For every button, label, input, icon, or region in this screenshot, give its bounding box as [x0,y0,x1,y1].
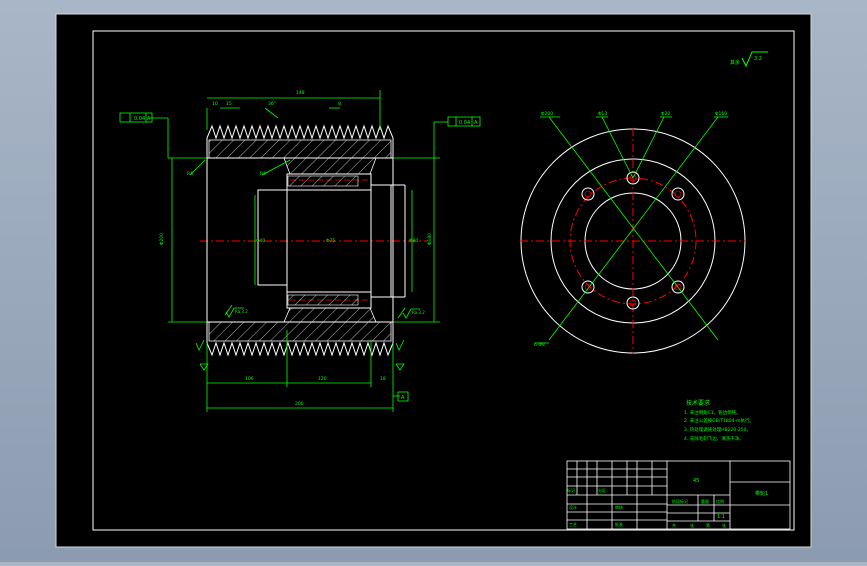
svg-text:其余: 其余 [730,59,740,66]
svg-text:18: 18 [380,376,386,382]
svg-text:15: 15 [226,101,232,107]
tb-label-weight: 重量 [701,498,709,504]
tech-req-item-3: 3. 热处理调质处理HB220-250。 [684,426,751,433]
tb-label-sheet: 张 [722,522,726,528]
svg-text:106: 106 [245,376,254,382]
svg-text:Φ200: Φ200 [541,111,553,117]
svg-text:Φ180: Φ180 [427,233,433,245]
tolerance-value-left: 0.04 [134,116,145,122]
tech-req-item-4: 4. 去除毛刺飞边，清洗干净。 [684,435,744,442]
svg-text:Ra 3.2: Ra 3.2 [235,309,248,314]
title-material: 45 [693,478,699,484]
title-scale: 1:1 [717,514,725,520]
groove-profile-bottom [206,341,394,357]
end-view: Φ200 Φ13 Φ20 Φ160 6-Φ8 [520,111,746,354]
drawing-canvas[interactable] [55,13,812,548]
roughness-value: 3.2 [754,56,762,62]
tb-label-review: 审核 [615,504,623,510]
svg-text:Φ200: Φ200 [159,233,165,245]
tb-label-scale: 比例 [716,498,724,504]
tb-label-process: 工艺 [569,522,577,527]
tech-requirements: 技术要求 1. 未注倒角C1，锐边倒钝。 2. 未注公差按GB/T1804-m执… [684,399,754,442]
title-drawing-no: 带轮1 [755,490,768,497]
geometric-tolerance-frame-left: 0.04 A [119,112,153,123]
svg-text:Φ13: Φ13 [598,111,607,117]
svg-text:36°: 36° [268,101,276,107]
tb-label-sheets: 张 [690,522,694,528]
svg-text:Φ80: Φ80 [409,238,418,244]
svg-text:120: 120 [318,376,327,382]
tb-label-stage: 阶段标记 [672,498,688,504]
svg-text:148: 148 [296,90,305,96]
svg-text:8: 8 [338,101,341,107]
datum-ref-right: A [474,120,478,126]
svg-text:Φ40: Φ40 [256,238,265,244]
svg-text:R4: R4 [187,171,193,177]
section-view: 148 10 15 36° 8 106 120 18 200 R4 R4 Φ40… [119,90,481,412]
geometric-tolerance-frame-right: 0.04 A [447,116,481,127]
tech-req-item-1: 1. 未注倒角C1，锐边倒钝。 [684,409,741,416]
drawing-frame [92,30,795,531]
tb-label-mark: 标记 [567,487,575,493]
tb-label-design: 设计 [569,504,577,510]
svg-text:Φ160: Φ160 [715,111,727,117]
datum-symbol: A [397,391,409,402]
tb-label-no: 第 [706,522,710,528]
svg-text:Ra 3.2: Ra 3.2 [412,310,425,315]
svg-text:Φ75: Φ75 [326,238,335,244]
tech-req-item-2: 2. 未注公差按GB/T1804-m执行。 [684,417,754,424]
svg-text:200: 200 [295,401,304,407]
datum-letter: A [401,395,405,401]
tb-label-approve: 批准 [615,521,623,527]
tolerance-value-right: 0.04 [459,120,470,126]
svg-text:6-Φ8: 6-Φ8 [534,342,545,348]
title-block [566,460,791,530]
groove-profile-top [206,124,394,140]
tb-label-total: 共 [672,522,676,528]
svg-text:R4: R4 [260,171,266,177]
roughness-symbol-general: 3.2 其余 [730,51,768,68]
tech-req-title: 技术要求 [686,399,710,407]
svg-text:10: 10 [212,101,218,107]
tb-label-zone: 分区 [598,487,606,493]
datum-ref-left: A [147,116,151,122]
svg-text:Φ20: Φ20 [661,111,670,117]
